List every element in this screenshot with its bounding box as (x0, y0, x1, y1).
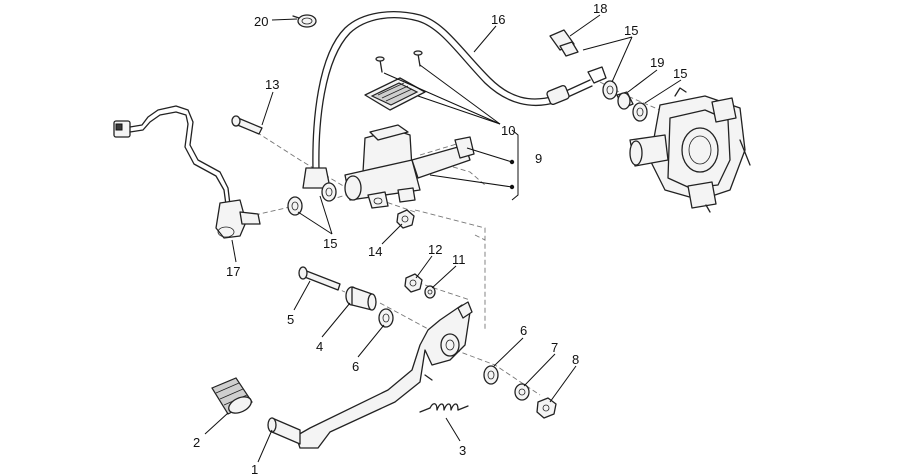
callout-17: 17 (226, 264, 240, 279)
banjo-bolt-part (549, 29, 579, 57)
callout-5: 5 (287, 312, 294, 327)
nut-14-part (396, 209, 415, 229)
brake-caliper-assembly (629, 87, 751, 213)
callout-13: 13 (265, 77, 279, 92)
pivot-bolt-part (298, 266, 341, 291)
callout-20: 20 (254, 14, 268, 29)
callout-18: 18 (593, 1, 607, 16)
brake-pedal-part (267, 301, 473, 449)
leader-dots (509, 159, 515, 190)
bushing-part (345, 286, 377, 311)
callout-15-left: 15 (323, 236, 337, 251)
callout-19: 19 (650, 55, 664, 70)
master-cylinder-part (344, 124, 475, 209)
callout-2: 2 (193, 435, 200, 450)
callout-16: 16 (491, 12, 505, 27)
callout-4: 4 (316, 339, 323, 354)
bolt-13-part (231, 115, 263, 135)
callout-10: 10 (501, 123, 515, 138)
callout-7: 7 (551, 340, 558, 355)
washer-7-nut-8 (514, 383, 557, 419)
copper-washers-right (602, 80, 648, 122)
washers-6 (378, 308, 499, 385)
reservoir-cover-part (364, 50, 426, 111)
callout-9: 9 (535, 151, 542, 166)
callout-11: 11 (452, 252, 466, 267)
callout-8: 8 (572, 352, 579, 367)
callout-15-right: 15 (673, 66, 687, 81)
callout-15-top: 15 (624, 23, 638, 38)
callout-labels: 1 2 3 4 5 6 6 7 8 9 10 11 12 13 14 15 15… (193, 1, 687, 476)
callout-14: 14 (368, 244, 382, 259)
copper-washers-left (287, 182, 337, 216)
leader-lines (204, 14, 682, 463)
callout-1: 1 (251, 462, 258, 476)
brake-hose-part (302, 11, 607, 189)
hose-clip-part (292, 14, 317, 28)
return-spring-part (419, 403, 469, 413)
callout-12: 12 (428, 242, 442, 257)
brake-light-switch-part (113, 105, 261, 239)
callout-6-right: 6 (520, 323, 527, 338)
callout-6-left: 6 (352, 359, 359, 374)
callout-3: 3 (459, 443, 466, 458)
pedal-rubber-part (211, 377, 253, 415)
nut-12-washer-11 (404, 273, 436, 299)
